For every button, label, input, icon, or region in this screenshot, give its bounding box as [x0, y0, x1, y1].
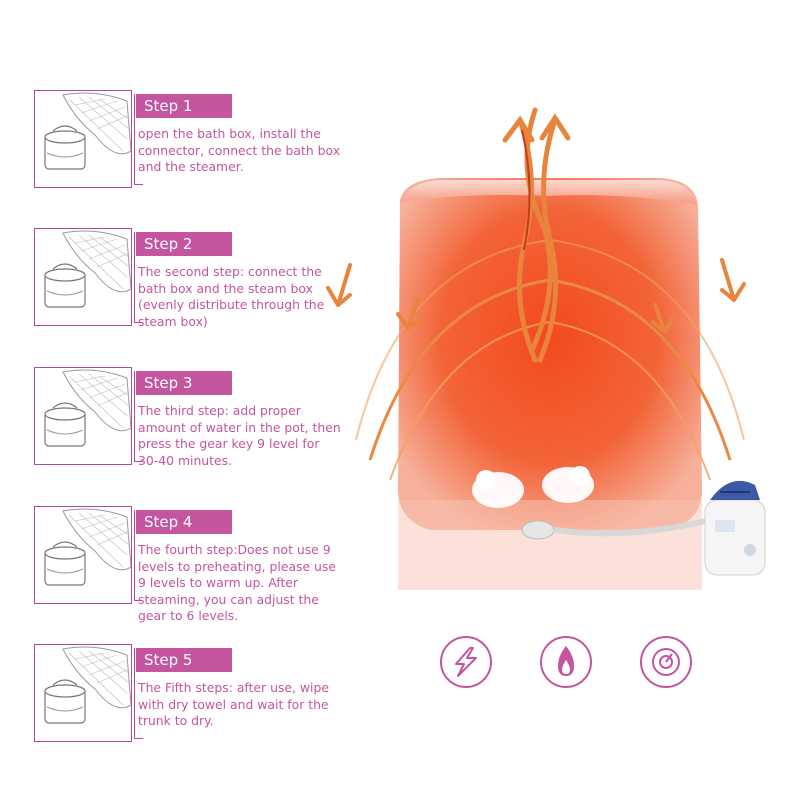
step-bracket — [134, 510, 143, 601]
step-1-text: open the bath box, install the connector… — [138, 126, 341, 174]
step-4-label: Step 4 — [136, 510, 232, 534]
step-4-text: The fourth step:Does not use 9 levels to… — [138, 542, 336, 623]
steam-tent-illustration — [310, 100, 800, 620]
step-4-illustration — [34, 506, 132, 604]
step-2-text: The second step: connect the bath box an… — [138, 264, 325, 329]
step-bracket — [134, 94, 143, 185]
step-2-illustration — [34, 228, 132, 326]
step-4: Step 4 The fourth step:Does not use 9 le… — [34, 506, 336, 623]
step-3: Step 3 The third step: add proper amount… — [34, 367, 341, 468]
step-2: Step 2 The second step: connect the bath… — [34, 228, 334, 329]
step-3-illustration — [34, 367, 132, 465]
step-5-label: Step 5 — [136, 648, 232, 672]
step-5-text: The Fifth steps: after use, wipe with dr… — [138, 680, 329, 728]
step-1-label: Step 1 — [136, 94, 232, 118]
step-3-label: Step 3 — [136, 371, 232, 395]
step-bracket — [134, 371, 143, 462]
down-arrow-icon — [326, 263, 352, 307]
lightning-icon — [440, 636, 492, 688]
flame-icon — [540, 636, 592, 688]
step-5: Step 5 The Fifth steps: after use, wipe … — [34, 644, 334, 742]
gauge-icon — [640, 636, 692, 688]
step-bracket — [134, 648, 143, 739]
step-1: Step 1 open the bath box, install the co… — [34, 90, 340, 188]
steam-nozzle — [521, 520, 555, 540]
tent-body — [398, 178, 702, 530]
step-bracket — [134, 232, 143, 323]
steamer-pot — [704, 480, 766, 576]
step-3-text: The third step: add proper amount of wat… — [138, 403, 341, 468]
step-1-illustration — [34, 90, 132, 188]
step-5-illustration — [34, 644, 132, 742]
step-2-label: Step 2 — [136, 232, 232, 256]
